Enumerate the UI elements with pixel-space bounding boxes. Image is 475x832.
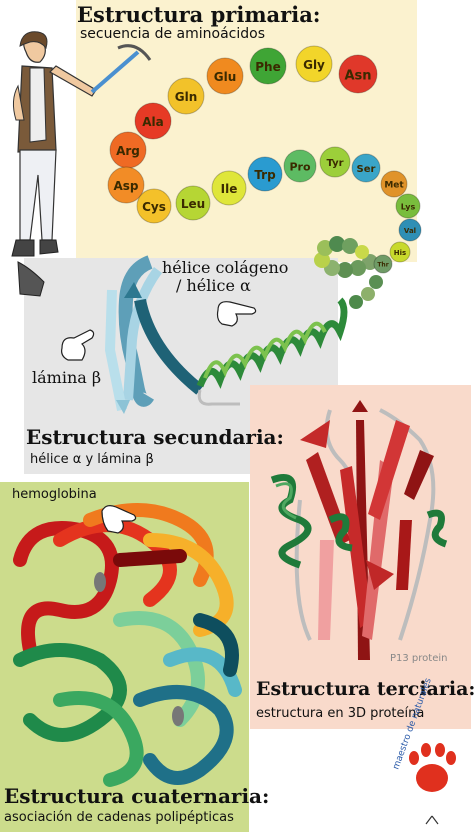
sheet-label: lámina β [32,368,102,387]
quaternary-subtitle: asociación de cadenas polipépticas [4,810,234,825]
amino-acid-bead [247,156,283,192]
pick-icon [425,815,439,825]
amino-acid-label: Phe [255,60,280,74]
primary-subtitle: secuencia de aminoácidos [80,26,265,42]
amino-acid-bead [295,45,333,83]
amino-acid-label: Val [404,227,416,235]
chain-tail [314,236,383,309]
amino-acid-bead [283,149,317,183]
amino-acid-label: Gly [303,58,325,72]
tertiary-caption: P13 protein [390,653,448,664]
amino-acid-label: Ser [357,164,376,175]
amino-acid-bead [319,146,351,178]
secondary-subtitle: hélice α y lámina β [30,452,154,467]
primary-title: Estructura primaria: [77,2,321,27]
amino-acid-label: Glu [214,70,237,84]
amino-acid-bead [107,166,145,204]
amino-acid-label: Tyr [326,158,343,169]
amino-acid-label: Met [384,181,404,191]
amino-acid-label: Pro [289,160,310,173]
pointing-hand-icon [216,301,257,327]
secondary-title: Estructura secundaria: [26,425,284,449]
tertiary-title: Estructura terciaria: [256,678,475,700]
panel-primary-structure [76,0,417,262]
amino-acid-bead [398,218,422,242]
amino-acid-bead [389,241,411,263]
helix-label-2: / hélice α [176,276,251,295]
amino-acid-label: Arg [116,144,140,158]
tertiary-protein [270,400,448,660]
hemoglobin-label: hemoglobina [12,487,97,502]
amino-acid-bead [211,170,247,206]
amino-acid-label: Thr [377,262,388,269]
helix-label-1: hélice colágeno [162,258,289,277]
amino-acid-bead [351,153,381,183]
alpha-helix [196,297,348,406]
amino-acid-label: Leu [181,197,205,211]
tertiary-subtitle: estructura en 3D proteína [256,706,425,721]
miner-figure [11,31,152,297]
amino-acid-label: Trp [254,168,276,182]
amino-acid-bead [249,47,287,85]
amino-acid-bead [167,77,205,115]
amino-acid-label: Gln [175,90,198,104]
amino-acid-bead [395,193,421,219]
amino-acid-label: His [394,249,406,257]
amino-acid-label: Ala [142,115,164,129]
amino-acid-bead [175,185,211,221]
amino-acid-bead [136,188,172,224]
amino-acid-bead [134,102,172,140]
pointing-hand-sheet-icon [61,329,95,361]
amino-acid-label: Cys [142,200,166,214]
beta-sheet [104,255,204,414]
amino-acid-bead [380,170,408,198]
amino-acid-label: Asn [344,68,371,83]
amino-acid-label: Lys [401,202,416,211]
quaternary-title: Estructura cuaternaria: [4,784,270,808]
amino-acid-bead [206,57,244,95]
pointing-hand-hemoglobin-icon [101,505,137,534]
amino-acid-bead [338,54,378,94]
paw-icon [409,743,456,792]
amino-acid-label: Asp [113,179,138,193]
hemoglobin-ribbons [13,503,242,787]
amino-acid-bead [373,254,393,274]
amino-acid-label: Ile [221,182,238,196]
